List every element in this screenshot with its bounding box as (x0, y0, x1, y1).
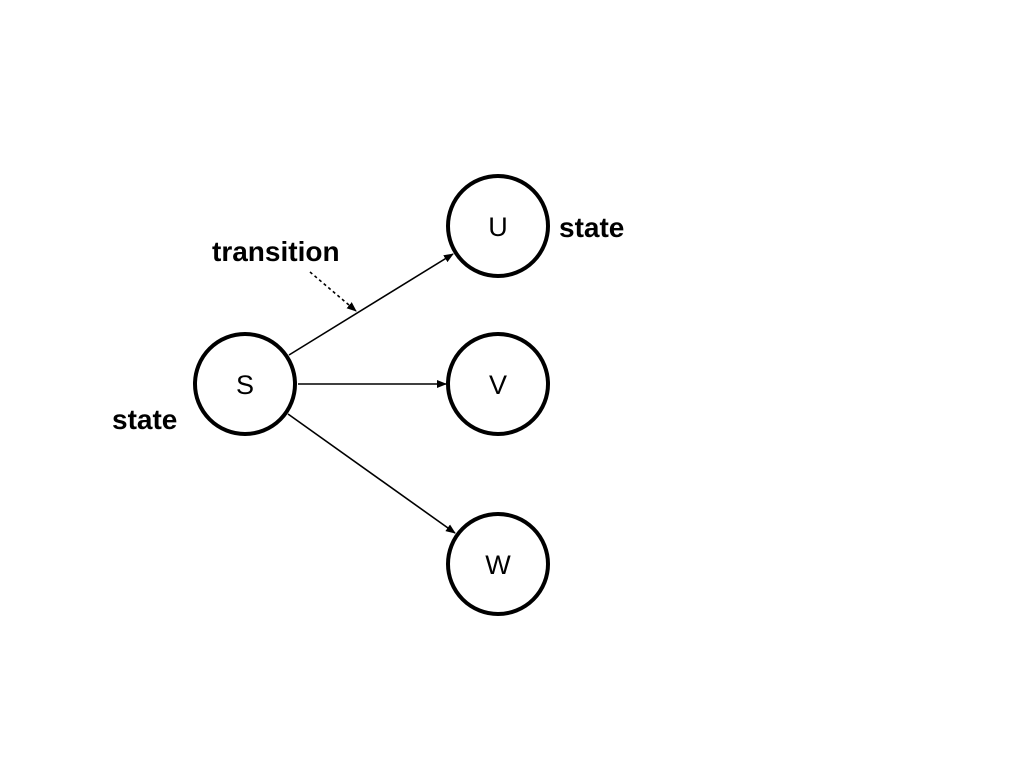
node-s-label: S (236, 370, 254, 400)
node-u-label: U (488, 212, 508, 242)
state-annotation-right: state (559, 212, 624, 243)
edge-s-to-w (287, 413, 456, 534)
node-v-label: V (489, 370, 507, 400)
transition-pointer (309, 271, 357, 312)
node-s: S (193, 332, 297, 436)
node-w: W (446, 512, 550, 616)
node-v: V (446, 332, 550, 436)
state-annotation-left: state (112, 404, 177, 435)
edge-s-to-u (288, 253, 454, 356)
node-w-label: W (485, 550, 511, 580)
transition-annotation: transition (212, 236, 340, 267)
node-u: U (446, 174, 550, 278)
